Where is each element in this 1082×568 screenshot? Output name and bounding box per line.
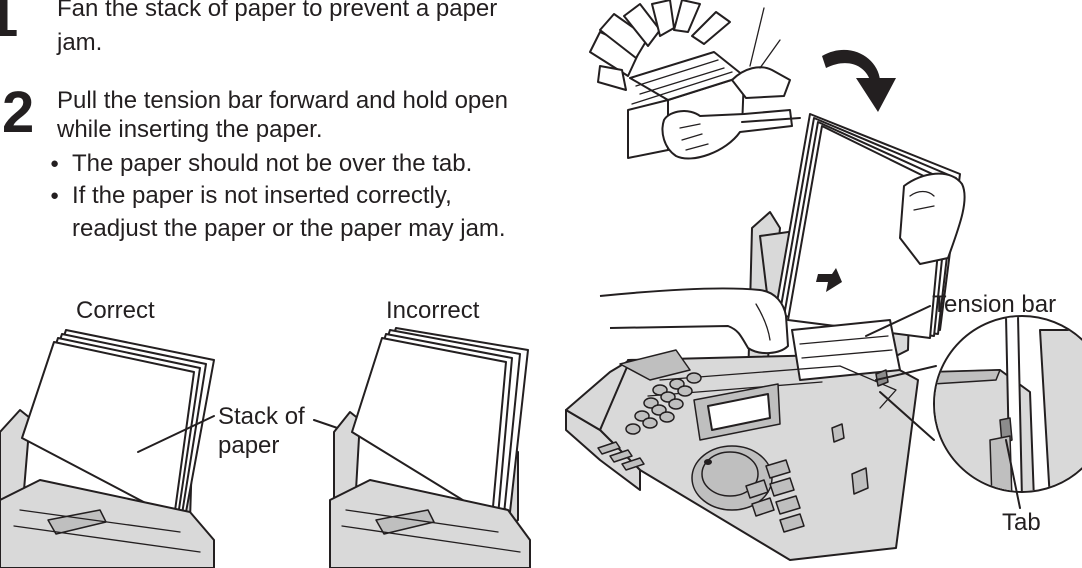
tension-bar-label: Tension bar: [932, 290, 1056, 319]
correct-paper-tray-illustration: [0, 330, 214, 568]
fanning-paper-illustration: [590, 0, 800, 159]
stack-of-paper-label-line-1: Stack of: [218, 402, 305, 431]
stack-of-paper-label-line-2: paper: [218, 431, 279, 460]
incorrect-label: Incorrect: [386, 296, 479, 325]
tab-label: Tab: [1002, 508, 1041, 537]
fax-machine-illustration: [566, 114, 965, 560]
correct-label: Correct: [76, 296, 155, 325]
incorrect-paper-tray-illustration: [330, 328, 530, 568]
curved-arrow-icon: [822, 50, 896, 112]
fax-dial: [692, 446, 772, 510]
